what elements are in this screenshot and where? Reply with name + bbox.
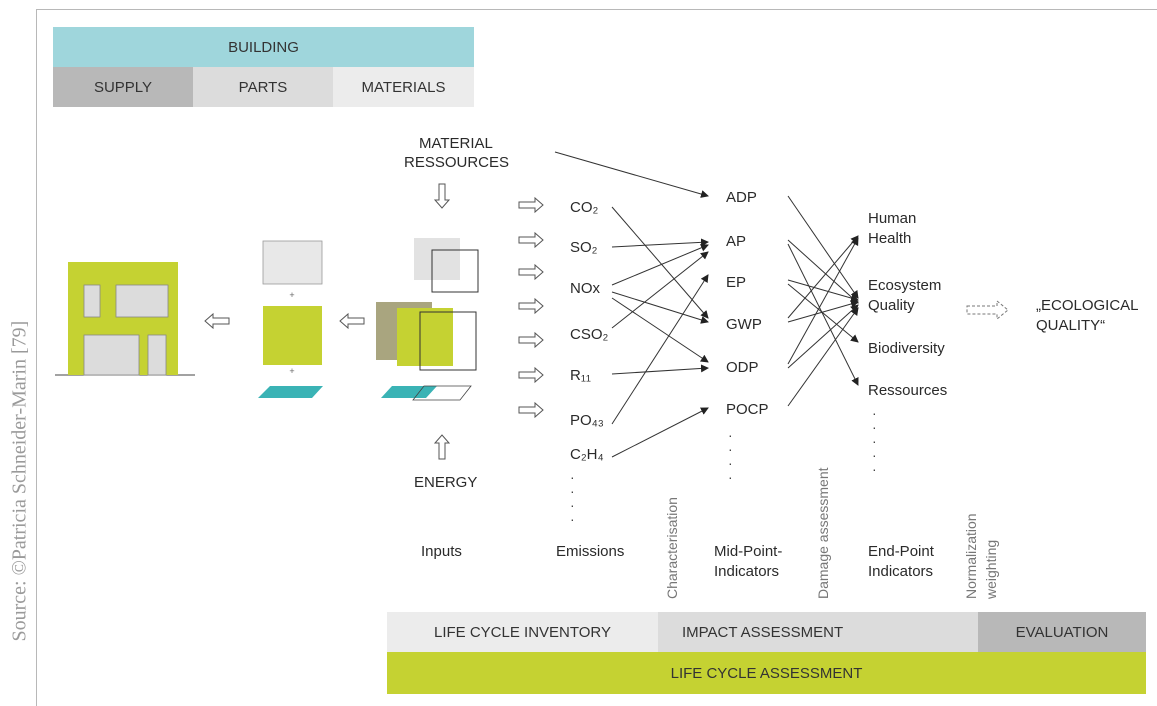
material-down-arrow-icon xyxy=(434,183,450,209)
endpoint-biodiversity: Biodiversity xyxy=(868,340,945,357)
endpoint-human-line2: Health xyxy=(868,230,912,247)
parts-icon: + + xyxy=(258,240,323,398)
energy-up-arrow-icon xyxy=(434,434,450,460)
svg-text:+: + xyxy=(289,290,294,300)
material-label-line1: MATERIAL xyxy=(419,135,493,152)
emission-nox: NOx xyxy=(570,280,600,297)
building-band: BUILDING xyxy=(53,27,474,67)
emission-dots: ···· xyxy=(570,469,575,527)
energy-label: ENERGY xyxy=(414,474,478,491)
evaluation-dashed-arrow-icon xyxy=(966,299,1009,321)
materials-icon xyxy=(376,238,479,401)
midpoint-odp: ODP xyxy=(726,359,759,376)
life-cycle-assessment-band: LIFE CYCLE ASSESSMENT xyxy=(387,652,1146,694)
endpoint-label-line2: Indicators xyxy=(868,563,934,580)
materials-band: MATERIALS xyxy=(333,67,474,107)
midpoint-label-line2: Indicators xyxy=(714,563,780,580)
arrow-to-parts-icon xyxy=(339,313,365,329)
endpoint-dots: ····· xyxy=(872,405,877,477)
midpoint-label-line1: Mid-Point- xyxy=(714,543,783,560)
midpoint-gwp: GWP xyxy=(726,316,762,333)
midpoint-ap: AP xyxy=(726,233,747,250)
step-characterisation: Characterisation xyxy=(664,497,680,599)
midpoint-dots: ···· xyxy=(728,427,733,485)
evaluation-band: EVALUATION xyxy=(978,612,1146,652)
parts-band: PARTS xyxy=(193,67,333,107)
step-normalization: Normalization xyxy=(963,513,979,599)
endpoint-ressources: Ressources xyxy=(868,382,948,399)
endpoint-human-line1: Human xyxy=(868,210,917,227)
frame-top-line xyxy=(36,9,1157,10)
midpoint-pocp: POCP xyxy=(726,401,769,418)
supply-band: SUPPLY xyxy=(53,67,193,107)
emission-po43: PO₄₃ xyxy=(570,412,604,429)
endpoint-eco-line1: Ecosystem xyxy=(868,277,942,294)
step-weighting: weighting xyxy=(983,539,999,599)
endpoint-eco-line2: Quality xyxy=(868,297,915,314)
ecological-quality-line1: „ECOLOGICAL xyxy=(1036,297,1139,314)
inputs-label: Inputs xyxy=(421,543,462,560)
midpoint-adp: ADP xyxy=(726,189,757,206)
emission-r11: R₁₁ xyxy=(570,367,591,384)
emission-co2: CO₂ xyxy=(570,199,599,216)
midpoint-ep: EP xyxy=(726,274,747,291)
characterisation-links xyxy=(554,151,709,458)
ecological-quality-line2: QUALITY“ xyxy=(1036,317,1106,334)
emission-arrows xyxy=(518,197,544,418)
emission-so2: SO₂ xyxy=(570,239,598,256)
impact-assessment-band: IMPACT ASSESSMENT xyxy=(658,612,978,652)
step-damage-assessment: Damage assessment xyxy=(815,467,831,599)
life-cycle-inventory-band: LIFE CYCLE INVENTORY xyxy=(387,612,658,652)
emissions-label: Emissions xyxy=(556,543,625,560)
emission-c2h4: C₂H₄ xyxy=(570,446,604,463)
emission-cso2: CSO₂ xyxy=(570,326,609,343)
svg-text:+: + xyxy=(289,366,294,376)
material-label-line2: RESSOURCES xyxy=(404,154,510,171)
building-icon xyxy=(55,262,195,376)
frame-left-line xyxy=(36,9,37,706)
damage-links xyxy=(787,195,859,407)
endpoint-label-line1: End-Point xyxy=(868,543,934,560)
arrow-to-building-icon xyxy=(204,313,230,329)
